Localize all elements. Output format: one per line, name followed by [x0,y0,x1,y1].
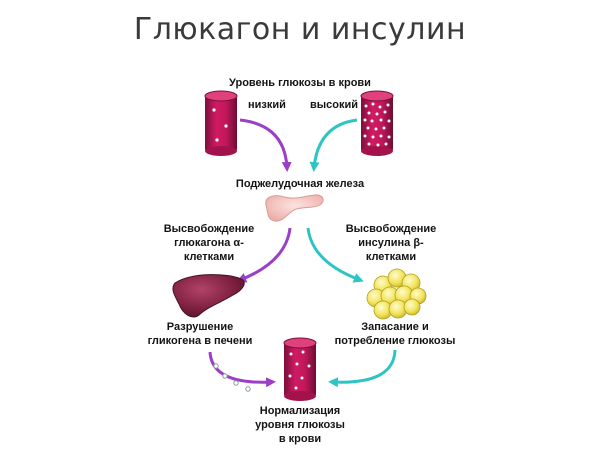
pancreas-to-liver-arrow [236,227,292,283]
pancreas-label: Поджелудочная железа [235,178,365,190]
glucose-dots [213,363,251,392]
low-label: низкий [248,99,286,111]
insulin-release-label: Высвобождение инсулина β- клетками [345,223,437,263]
blood-vessel-low-icon [204,90,238,156]
blood-level-label: Уровень глюкозы в крови [229,77,371,89]
low-to-pancreas-arrow [239,118,292,172]
glucose-storage-label: Запасание и потребление глюкозы [334,321,456,347]
glycogen-breakdown-label: Разрушение гликогена в печени [147,321,253,347]
blood-vessel-high-icon [360,90,394,156]
high-to-pancreas-arrow [309,118,358,172]
pancreas-icon [265,194,324,222]
high-label: высокий [310,99,359,111]
fat-cells-to-blood-arrow [328,349,397,388]
normalization-label: Нормализация уровня глюкозы в крови [255,405,345,445]
page-title: Глюкагон и инсулин [133,12,467,47]
pancreas-to-fat-cells-arrow [306,227,364,283]
fat-cells-icon [366,268,427,320]
blood-vessel-normal-icon [283,337,317,401]
glucagon-release-label: Высвобождение глюкагона α- клетками [163,223,255,263]
liver-icon [172,274,245,318]
liver-to-blood-arrow [208,351,276,388]
